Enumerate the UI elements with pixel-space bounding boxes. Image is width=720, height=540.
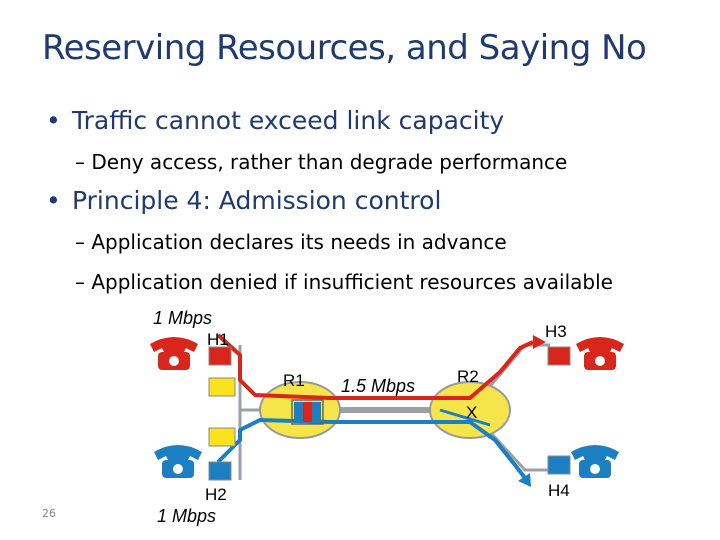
sub-bullet-2-2: – Application denied if insufficient res… <box>75 270 613 294</box>
host-h3 <box>547 346 571 366</box>
r1-label: R1 <box>283 371 305 390</box>
sub-bullet-2-1: – Application declares its needs in adva… <box>75 230 507 254</box>
red-flow-arrowhead <box>533 335 546 349</box>
phone-icon-red-right <box>576 337 624 370</box>
link-rate-label: 1.5 Mbps <box>341 376 415 396</box>
red-flow-path <box>216 333 534 400</box>
bullet-glyph: • <box>46 186 61 215</box>
h3-label: H3 <box>545 322 567 341</box>
phone-icon-red-left <box>150 337 198 370</box>
r2-label: R2 <box>457 367 479 386</box>
host-h4 <box>547 455 571 475</box>
bullet-1: • Traffic cannot exceed link capacity <box>46 106 505 135</box>
bullet-1-text: Traffic cannot exceed link capacity <box>72 106 505 135</box>
rejected-flow <box>439 408 491 427</box>
blue-flow-arrowhead <box>518 473 531 487</box>
top-rate-label: 1 Mbps <box>153 308 212 328</box>
slide-title: Reserving Resources, and Saying No <box>42 28 647 68</box>
reject-mark: X <box>466 403 477 422</box>
host-h2 <box>208 461 232 481</box>
h2-label: H2 <box>205 485 227 504</box>
host-h1-queue <box>208 377 236 397</box>
bullet-2: • Principle 4: Admission control <box>46 186 442 215</box>
bottom-rate-label: 1 Mbps <box>157 506 216 526</box>
phone-icon-blue-right <box>571 445 619 478</box>
bullet-glyph: • <box>46 106 61 135</box>
r1-queue <box>291 399 324 425</box>
host-h2-queue <box>208 427 236 447</box>
h1-label: H1 <box>207 330 229 349</box>
host-h1 <box>208 346 232 366</box>
page-number: 26 <box>42 507 56 520</box>
blue-flow-path <box>216 418 527 480</box>
sub-bullet-1-1: – Deny access, rather than degrade perfo… <box>75 150 568 174</box>
bullet-2-text: Principle 4: Admission control <box>72 186 442 215</box>
h4-label: H4 <box>548 481 570 500</box>
phone-icon-blue-left <box>154 445 202 478</box>
